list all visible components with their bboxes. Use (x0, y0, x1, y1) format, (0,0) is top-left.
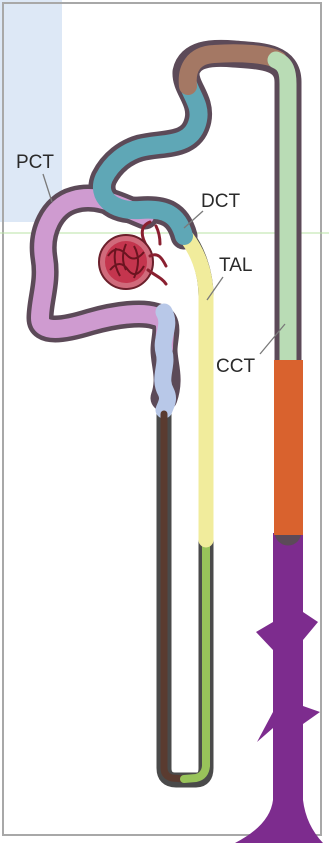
proximal-straight-segment (163, 312, 168, 410)
glomerulus (99, 222, 166, 289)
outline-pct (40, 198, 167, 398)
tal-segment (187, 238, 206, 540)
imcd-duct-shape (235, 533, 323, 843)
cct-label: CCT (216, 356, 255, 377)
pct-label: PCT (16, 152, 54, 173)
thin-ascending-limb (184, 540, 206, 779)
thin-descending-limb (164, 414, 184, 779)
background-panel (0, 0, 62, 222)
capillary-tuft (105, 241, 147, 283)
imcd-segment (235, 533, 323, 843)
dct-label: DCT (201, 191, 240, 212)
omcd-segment (274, 360, 303, 535)
tal-label: TAL (219, 255, 252, 276)
